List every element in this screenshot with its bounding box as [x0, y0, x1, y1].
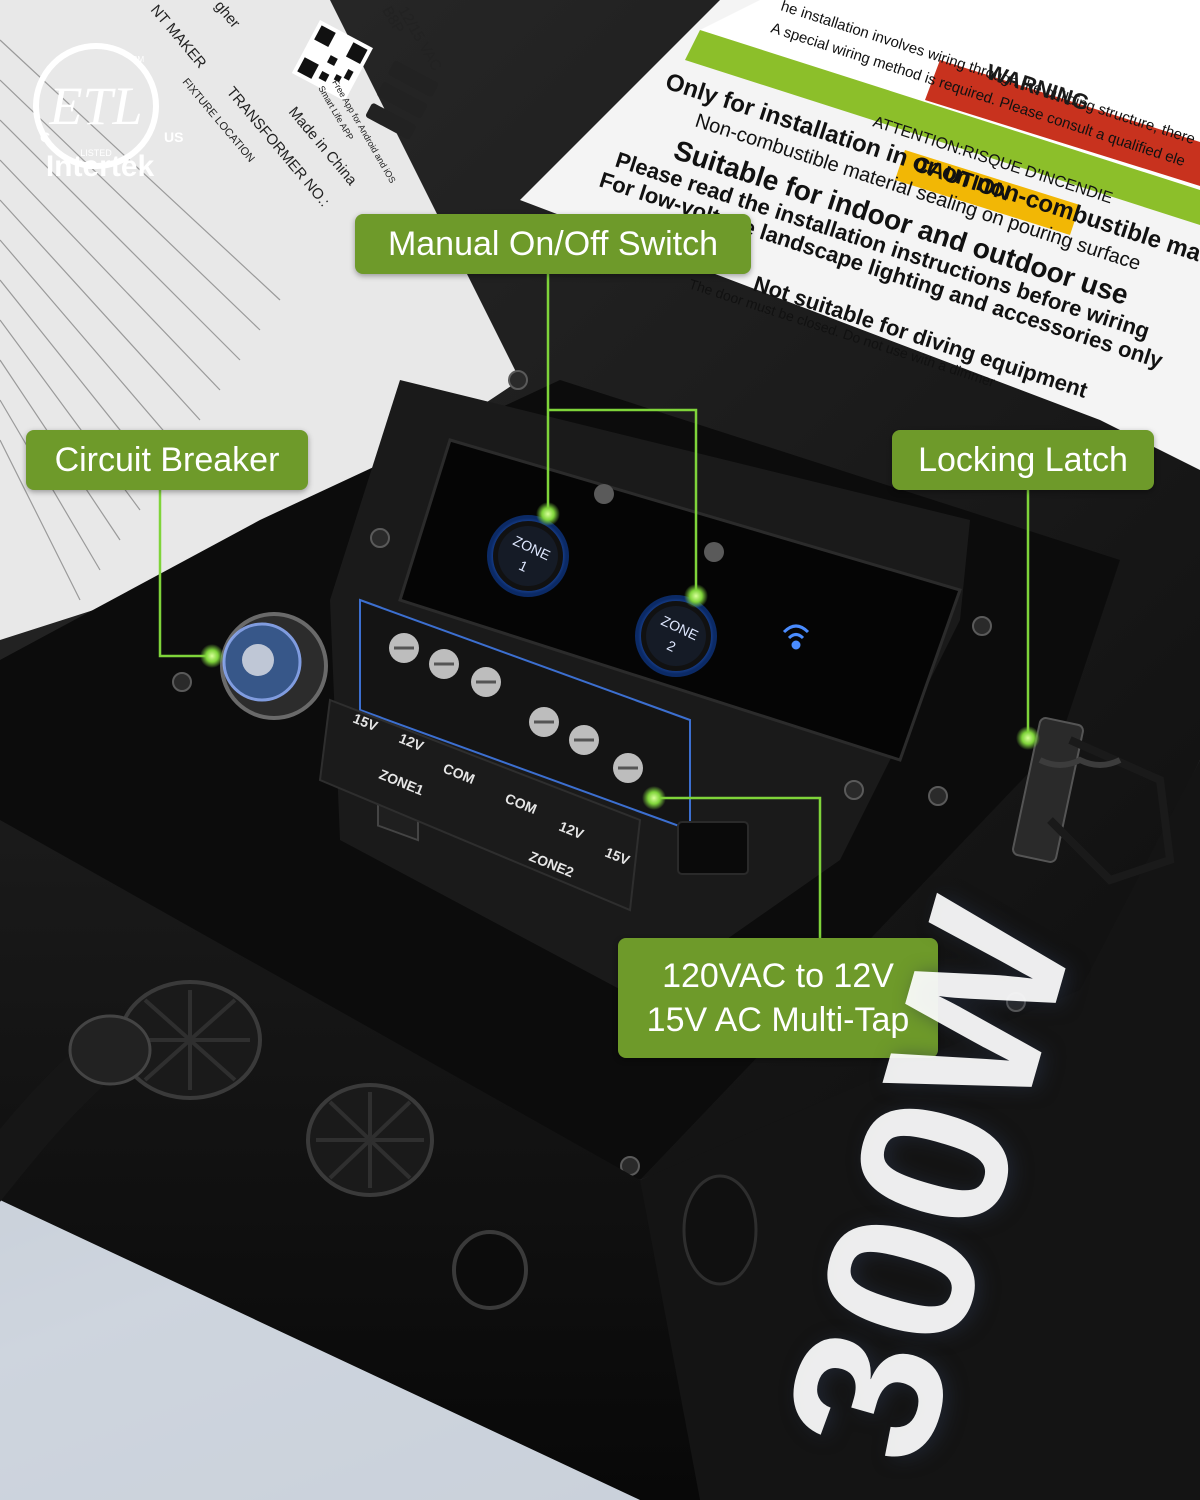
- box-side-wall: [640, 760, 1200, 1500]
- callout-multi-tap-line-2: 15V AC Multi-Tap: [646, 1001, 910, 1039]
- knockout-small: [452, 1230, 528, 1310]
- callout-locking-latch-text: Locking Latch: [918, 440, 1128, 479]
- side-knockout: [682, 1174, 758, 1286]
- zone-1-button[interactable]: ZONE 1: [487, 515, 569, 597]
- callout-anchor-dots: [200, 502, 1040, 810]
- circuit-breaker-knob[interactable]: [220, 612, 328, 720]
- callout-locking-latch: Locking Latch: [892, 430, 1154, 490]
- callout-circuit-breaker-text: Circuit Breaker: [54, 440, 280, 479]
- terminal-label-plate: [318, 698, 642, 912]
- callout-manual-switch-text: Manual On/Off Switch: [387, 224, 719, 263]
- knockout-center: [306, 1083, 434, 1197]
- certification-brand: Intertek: [45, 150, 155, 183]
- app-store-badges: [366, 61, 439, 139]
- knockout-left: [118, 980, 262, 1100]
- status-light-2: [704, 542, 724, 562]
- etl-c-text: C: [40, 129, 50, 145]
- warning-red-band: [925, 60, 1200, 186]
- warning-green-stripe: [685, 30, 1200, 225]
- wifi-icon: [782, 624, 810, 650]
- reset-button[interactable]: [677, 821, 749, 875]
- caution-yellow-band: [895, 150, 1080, 235]
- etl-us-text: US: [164, 129, 183, 145]
- status-light-1: [594, 484, 614, 504]
- etl-mark: ETL: [48, 76, 142, 136]
- cord-grommet: [68, 1014, 152, 1086]
- qr-code: [291, 20, 373, 102]
- callout-multi-tap: 120VAC to 12V 15V AC Multi-Tap: [618, 938, 938, 1058]
- etl-cm-text: CM: [132, 55, 145, 64]
- callout-manual-switch: Manual On/Off Switch: [355, 214, 751, 274]
- callout-leader-lines: [158, 270, 1030, 940]
- terminal-screws: [389, 633, 643, 783]
- callout-circuit-breaker: Circuit Breaker: [26, 430, 308, 490]
- locking-latch[interactable]: [1012, 717, 1175, 885]
- etl-listed-text: LISTED: [80, 148, 112, 158]
- zone-2-button[interactable]: ZONE 2: [635, 595, 717, 677]
- etl-logo: ETL LISTED CM C US: [33, 43, 183, 169]
- callout-multi-tap-line-1: 120VAC to 12V: [662, 956, 894, 995]
